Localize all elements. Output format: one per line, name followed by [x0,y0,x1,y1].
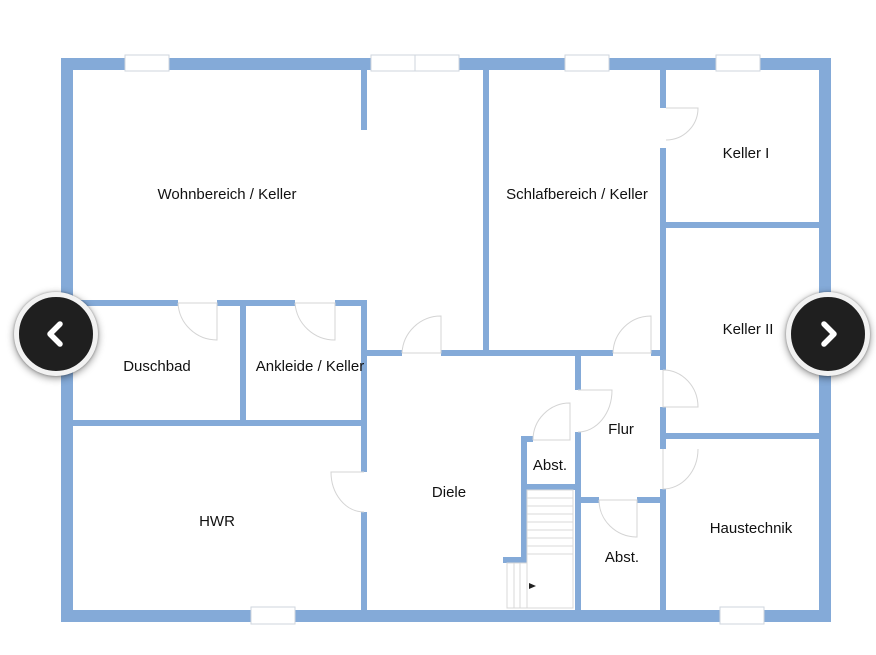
window [414,54,460,72]
wall [521,436,533,442]
wall [367,350,402,356]
wall [73,420,367,426]
room-label-ankleide: Ankleide / Keller [256,358,364,375]
wall [637,497,660,503]
wall [335,300,367,306]
room-label-keller1: Keller I [723,145,770,162]
room-label-schlafbereich: Schlafbereich / Keller [506,186,648,203]
room-label-abst1: Abst. [533,457,567,474]
room-label-keller2: Keller II [723,321,774,338]
wall [73,300,178,306]
chevron-left-icon [47,321,63,347]
window [564,54,610,72]
room-label-hwr: HWR [199,513,235,530]
wall [575,432,581,610]
room-label-abst2: Abst. [605,549,639,566]
wall [521,436,527,560]
wall [240,300,246,424]
wall [361,300,367,472]
wall [660,489,666,610]
wall [660,407,666,449]
wall [361,512,367,610]
wall [666,222,819,228]
wall [660,70,666,108]
previous-button[interactable] [14,292,98,376]
wall [361,70,367,130]
wall [483,70,489,356]
room-label-haustechnik: Haustechnik [710,520,793,537]
window [370,54,416,72]
wall [666,433,819,439]
chevron-right-icon [821,321,837,347]
window [719,606,765,625]
wall [527,484,575,490]
wall [660,356,666,370]
wall [441,350,613,356]
room-label-diele: Diele [432,484,466,501]
doors [177,107,699,538]
wall [651,350,666,356]
stair-arrow-icon [529,583,536,589]
wall [581,497,599,503]
window [715,54,761,72]
room-label-wohnbereich: Wohnbereich / Keller [158,186,297,203]
wall [217,300,295,306]
window [124,54,170,72]
wall [503,557,527,563]
wall [575,356,581,390]
staircase [506,489,574,609]
window [250,606,296,625]
outer-wall-bottom [61,610,831,622]
room-label-flur: Flur [608,421,634,438]
room-label-duschbad: Duschbad [123,358,191,375]
wall [660,148,666,358]
next-button[interactable] [786,292,870,376]
